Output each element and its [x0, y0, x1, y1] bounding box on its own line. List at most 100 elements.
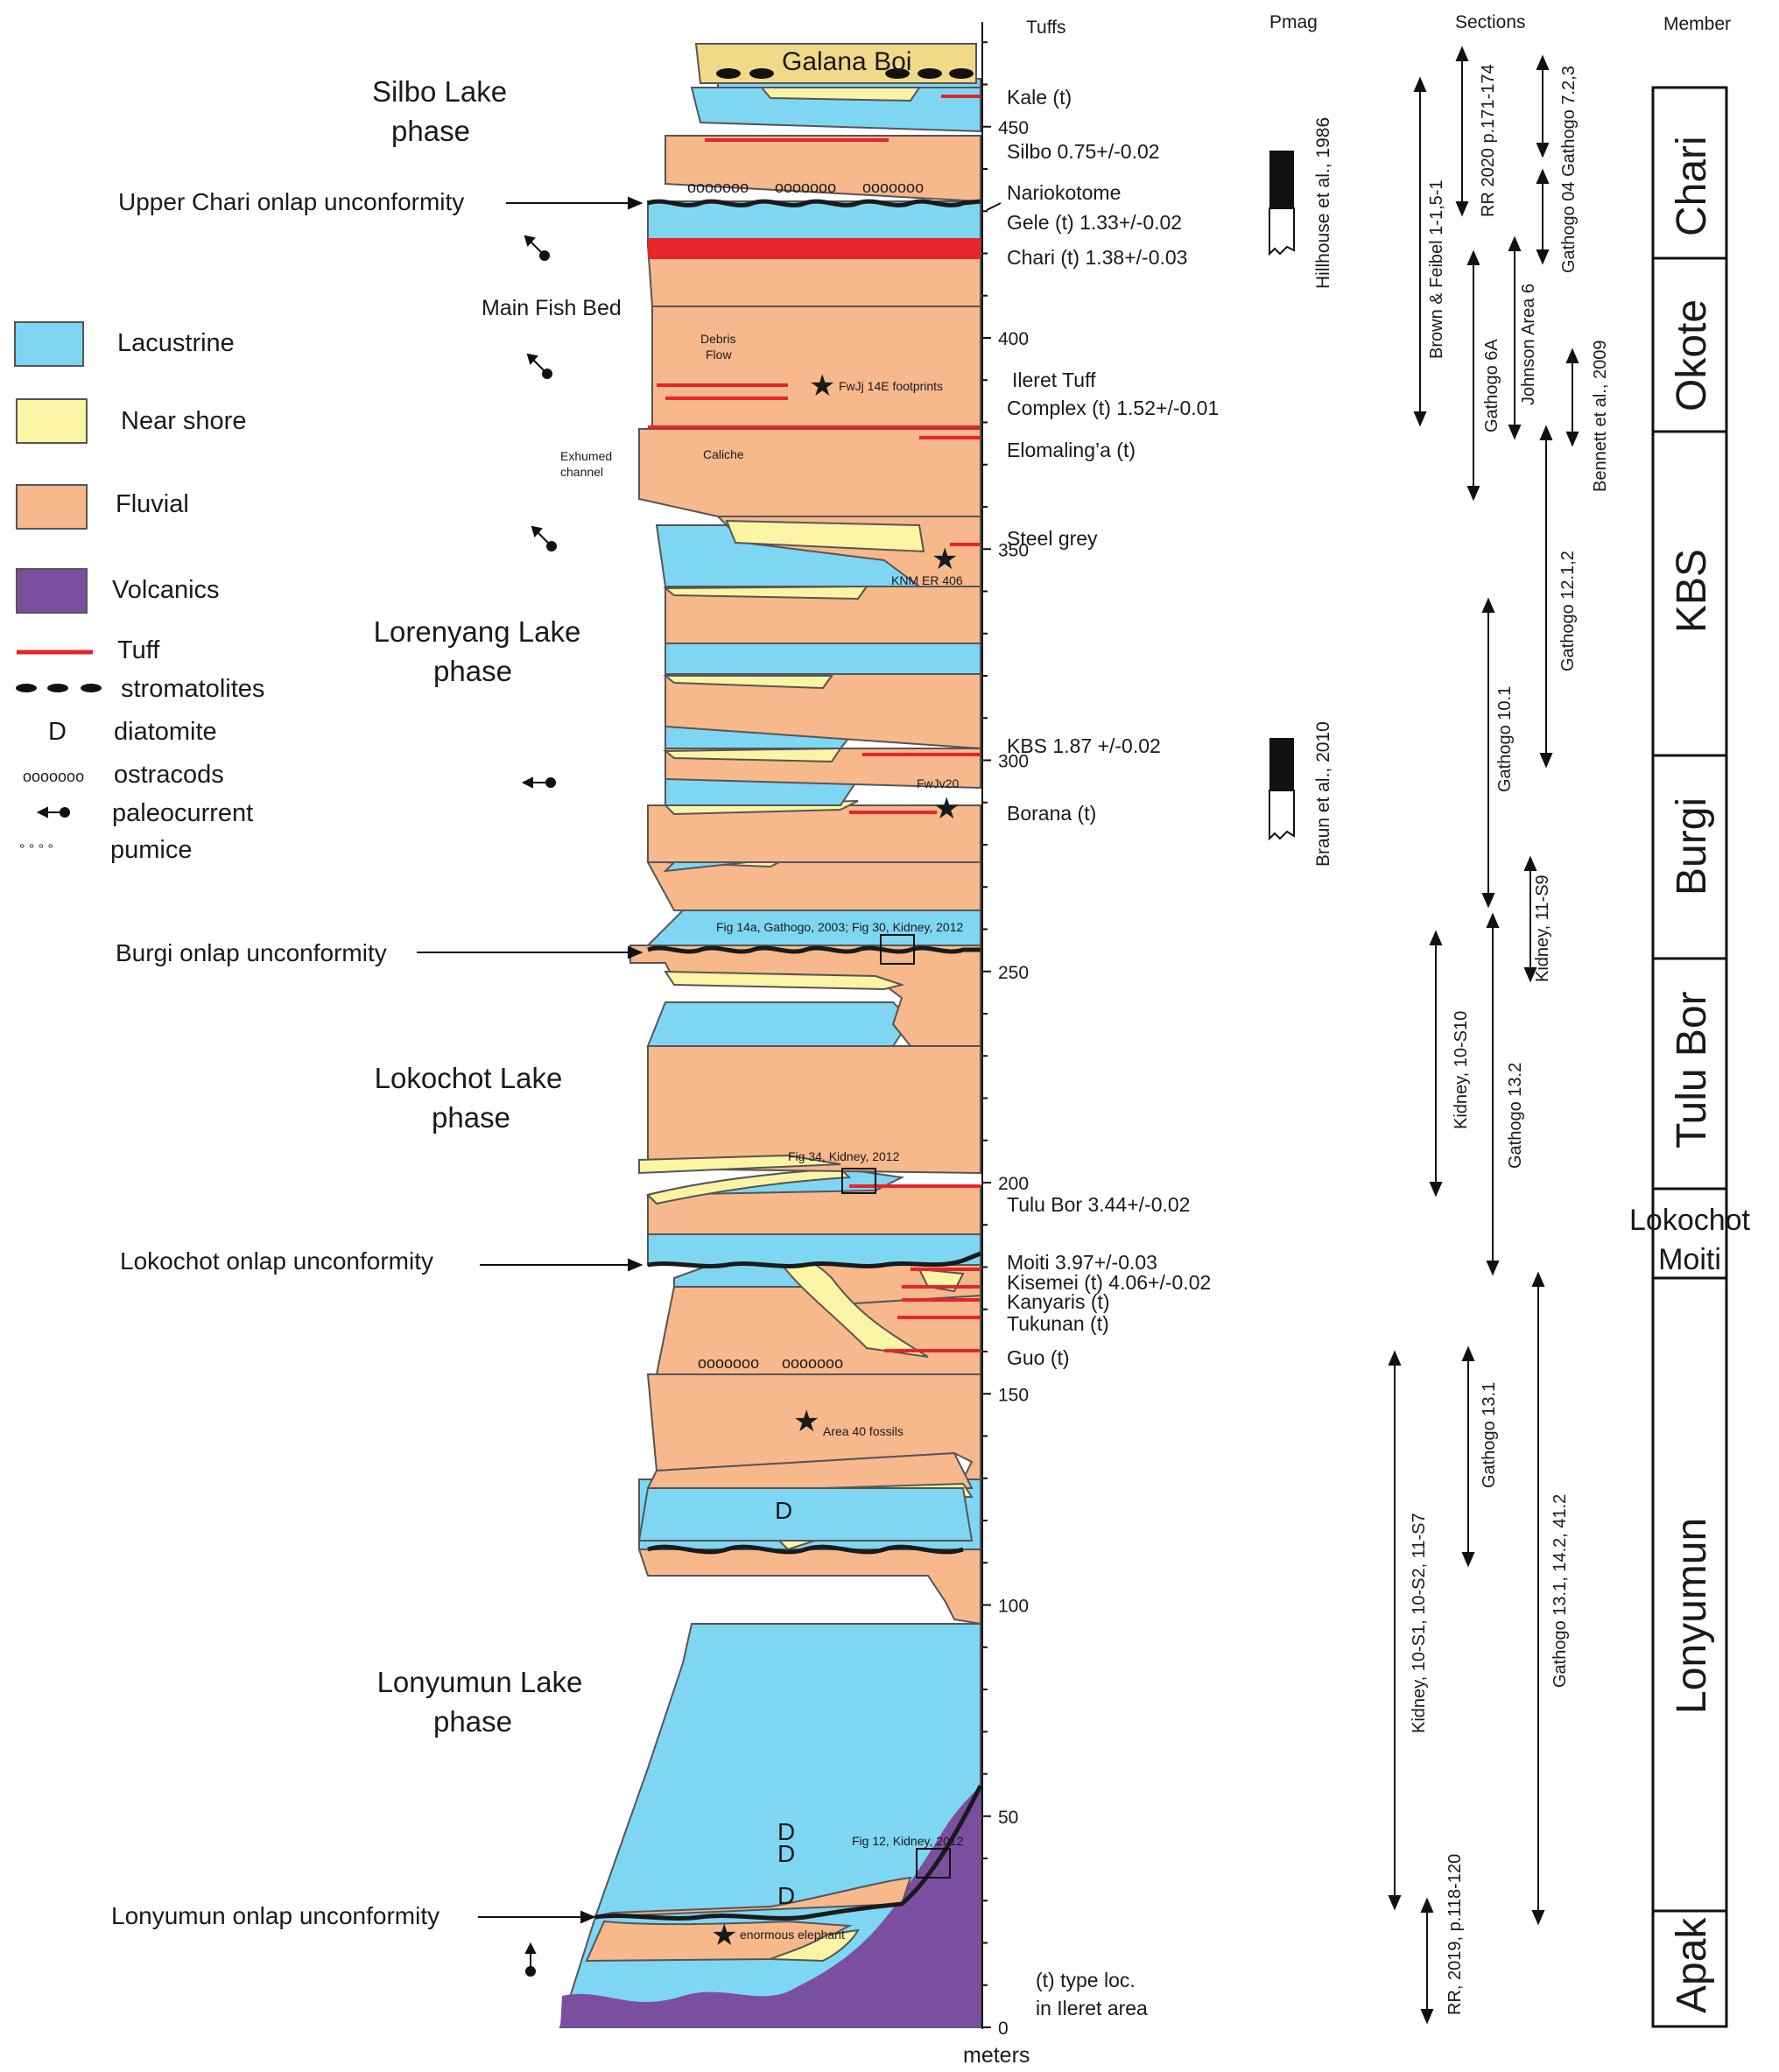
legend-swatch-lacustrine	[15, 322, 83, 366]
legend-pumice-symbol: ° ° ° °	[19, 842, 53, 857]
svg-text:★: ★	[933, 792, 960, 825]
member-lokochot: Lokochot	[1629, 1204, 1751, 1237]
svg-text:Borana (t): Borana (t)	[1007, 802, 1096, 825]
column-headers: Tuffs Pmag Sections Member meters	[963, 12, 1731, 2068]
svg-text:★: ★	[793, 1405, 819, 1438]
svg-text:Chari (t) 1.38+/-0.03: Chari (t) 1.38+/-0.03	[1007, 246, 1187, 269]
ostracods-symbol: ooooooo	[775, 179, 836, 196]
svg-text:Main Fish Bed: Main Fish Bed	[482, 296, 622, 320]
phase-lokochot: Lokochot Lake	[375, 1062, 563, 1094]
svg-text:phase: phase	[433, 655, 512, 687]
member-okote: Okote	[1669, 299, 1715, 411]
svg-text:paleocurrent: paleocurrent	[112, 799, 253, 827]
scale-tick-label: 250	[998, 963, 1029, 983]
svg-text:Upper Chari onlap unconformity: Upper Chari onlap unconformity	[118, 188, 464, 215]
svg-text:FwJv20: FwJv20	[917, 776, 959, 790]
svg-text:Tuff: Tuff	[117, 636, 160, 664]
svg-text:D: D	[777, 1882, 795, 1909]
legend: Lacustrine Near shore Fluvial Volcanics …	[15, 322, 264, 864]
phase-lorenyang: Lorenyang Lake	[374, 615, 581, 648]
svg-text:Exhumed: Exhumed	[560, 449, 612, 463]
svg-text:Caliche: Caliche	[703, 447, 744, 461]
scale-tick-label: 100	[998, 1597, 1029, 1617]
svg-text:Kidney, 10-S10: Kidney, 10-S10	[1452, 1011, 1471, 1129]
units-label: meters	[963, 2043, 1030, 2068]
svg-text:Gathogo 6A: Gathogo 6A	[1482, 339, 1501, 432]
svg-text:Fig 34, Kidney, 2012: Fig 34, Kidney, 2012	[788, 1149, 900, 1163]
svg-text:Gathogo 13.2: Gathogo 13.2	[1506, 1063, 1525, 1169]
ostracods-symbol: ooooooo	[862, 179, 924, 196]
svg-text:Burgi onlap unconformity: Burgi onlap unconformity	[116, 939, 387, 966]
svg-text:KNM ER 406: KNM ER 406	[891, 573, 963, 587]
svg-text:phase: phase	[432, 1101, 510, 1134]
scale-tick-label: 200	[998, 1174, 1029, 1194]
legend-stromatolite-icon	[16, 684, 102, 692]
svg-text:Braun et al., 2010: Braun et al., 2010	[1313, 721, 1333, 867]
svg-text:Kidney, 11-S9: Kidney, 11-S9	[1533, 874, 1552, 982]
svg-text:Hillhouse et al., 1986: Hillhouse et al., 1986	[1313, 117, 1333, 289]
phase-labels: Silbo Lake phase Lorenyang Lake phase Lo…	[372, 75, 582, 1738]
chari-tuff-band	[648, 238, 981, 259]
svg-text:enormous elephant: enormous elephant	[740, 1928, 845, 1942]
svg-text:stromatolites: stromatolites	[121, 675, 264, 703]
svg-text:Tukunan (t): Tukunan (t)	[1007, 1312, 1109, 1335]
svg-text:Nariokotome: Nariokotome	[1007, 181, 1121, 204]
stratigraphic-column	[560, 44, 981, 2027]
svg-text:channel: channel	[560, 465, 603, 479]
svg-text:KBS 1.87 +/-0.02: KBS 1.87 +/-0.02	[1007, 734, 1161, 757]
svg-text:diatomite: diatomite	[114, 718, 217, 746]
svg-text:Fig 14a, Gathogo, 2003; Fig 30: Fig 14a, Gathogo, 2003; Fig 30, Kidney, …	[716, 920, 963, 934]
svg-text:Kale (t): Kale (t)	[1007, 86, 1072, 109]
svg-text:Gathogo 12.1,2: Gathogo 12.1,2	[1558, 551, 1578, 671]
svg-text:Lokochot onlap unconformity: Lokochot onlap unconformity	[120, 1247, 433, 1275]
pmag-column: Hillhouse et al., 1986 Braun et al., 201…	[1269, 117, 1333, 867]
svg-text:Area 40 fossils: Area 40 fossils	[823, 1424, 904, 1438]
svg-text:Flow: Flow	[706, 348, 732, 362]
svg-text:phase: phase	[391, 115, 470, 147]
member-column: Chari Okote KBS Burgi Tulu Bor Lokochot …	[1629, 88, 1751, 2026]
svg-text:★: ★	[809, 369, 835, 403]
member-moiti: Moiti	[1658, 1243, 1721, 1276]
svg-text:Fluvial: Fluvial	[116, 490, 189, 518]
svg-text:(t) type loc.: (t) type loc.	[1036, 1969, 1136, 1991]
svg-text:FwJj 14E footprints: FwJj 14E footprints	[839, 379, 943, 393]
member-chari: Chari	[1669, 136, 1715, 236]
legend-swatch-volcanics	[17, 569, 87, 613]
legend-swatch-near-shore	[17, 399, 87, 443]
legend-paleocurrent-icon	[39, 808, 69, 817]
svg-text:D: D	[775, 1497, 792, 1524]
member-burgi: Burgi	[1669, 797, 1715, 896]
section-labels: Brown & Feibel 1-1,5-1 RR 2020 p.171-174…	[1410, 64, 1610, 2015]
svg-text:Volcanics: Volcanics	[112, 576, 220, 604]
svg-text:Fig 12, Kidney, 2012: Fig 12, Kidney, 2012	[852, 1834, 964, 1848]
galana-boi-label: Galana Boi	[782, 47, 911, 76]
svg-text:ostracods: ostracods	[114, 761, 224, 789]
svg-text:RR, 2019, p.118-120: RR, 2019, p.118-120	[1445, 1854, 1465, 2015]
scale-tick-label: 50	[998, 1808, 1018, 1828]
member-kbs: KBS	[1669, 549, 1715, 633]
svg-text:phase: phase	[433, 1705, 512, 1738]
scale-tick-label: 400	[998, 329, 1029, 349]
legend-swatch-fluvial	[17, 485, 87, 529]
svg-text:Lonyumun onlap unconformity: Lonyumun onlap unconformity	[111, 1902, 439, 1929]
tuff-labels: Kale (t) Silbo 0.75+/-0.02 Nariokotome G…	[1007, 86, 1219, 2019]
header-pmag: Pmag	[1269, 12, 1318, 32]
svg-text:Ileret Tuff: Ileret Tuff	[1012, 369, 1096, 391]
svg-text:Tulu Bor 3.44+/-0.02: Tulu Bor 3.44+/-0.02	[1007, 1193, 1190, 1216]
phase-lonyumun: Lonyumun Lake	[377, 1666, 583, 1698]
paleocurrent-icons	[524, 236, 556, 1976]
header-member: Member	[1663, 14, 1731, 34]
svg-text:RR 2020 p.171-174: RR 2020 p.171-174	[1479, 64, 1498, 217]
svg-text:Kidney, 10-S1, 10-S2, 11-S7: Kidney, 10-S1, 10-S2, 11-S7	[1410, 1513, 1429, 1733]
svg-text:Debris: Debris	[700, 332, 735, 346]
svg-text:in Ileret area: in Ileret area	[1036, 1997, 1148, 2019]
svg-text:★: ★	[711, 1919, 737, 1952]
header-sections: Sections	[1455, 12, 1526, 32]
svg-text:Bennett et al., 2009: Bennett et al., 2009	[1591, 341, 1610, 492]
member-apak: Apak	[1669, 1917, 1715, 2013]
svg-text:Gathogo 13.1, 14.2, 41.2: Gathogo 13.1, 14.2, 41.2	[1550, 1494, 1570, 1688]
svg-text:★: ★	[932, 543, 958, 576]
svg-text:Elomaling’a (t): Elomaling’a (t)	[1007, 439, 1136, 461]
svg-text:Lacustrine: Lacustrine	[117, 329, 235, 357]
